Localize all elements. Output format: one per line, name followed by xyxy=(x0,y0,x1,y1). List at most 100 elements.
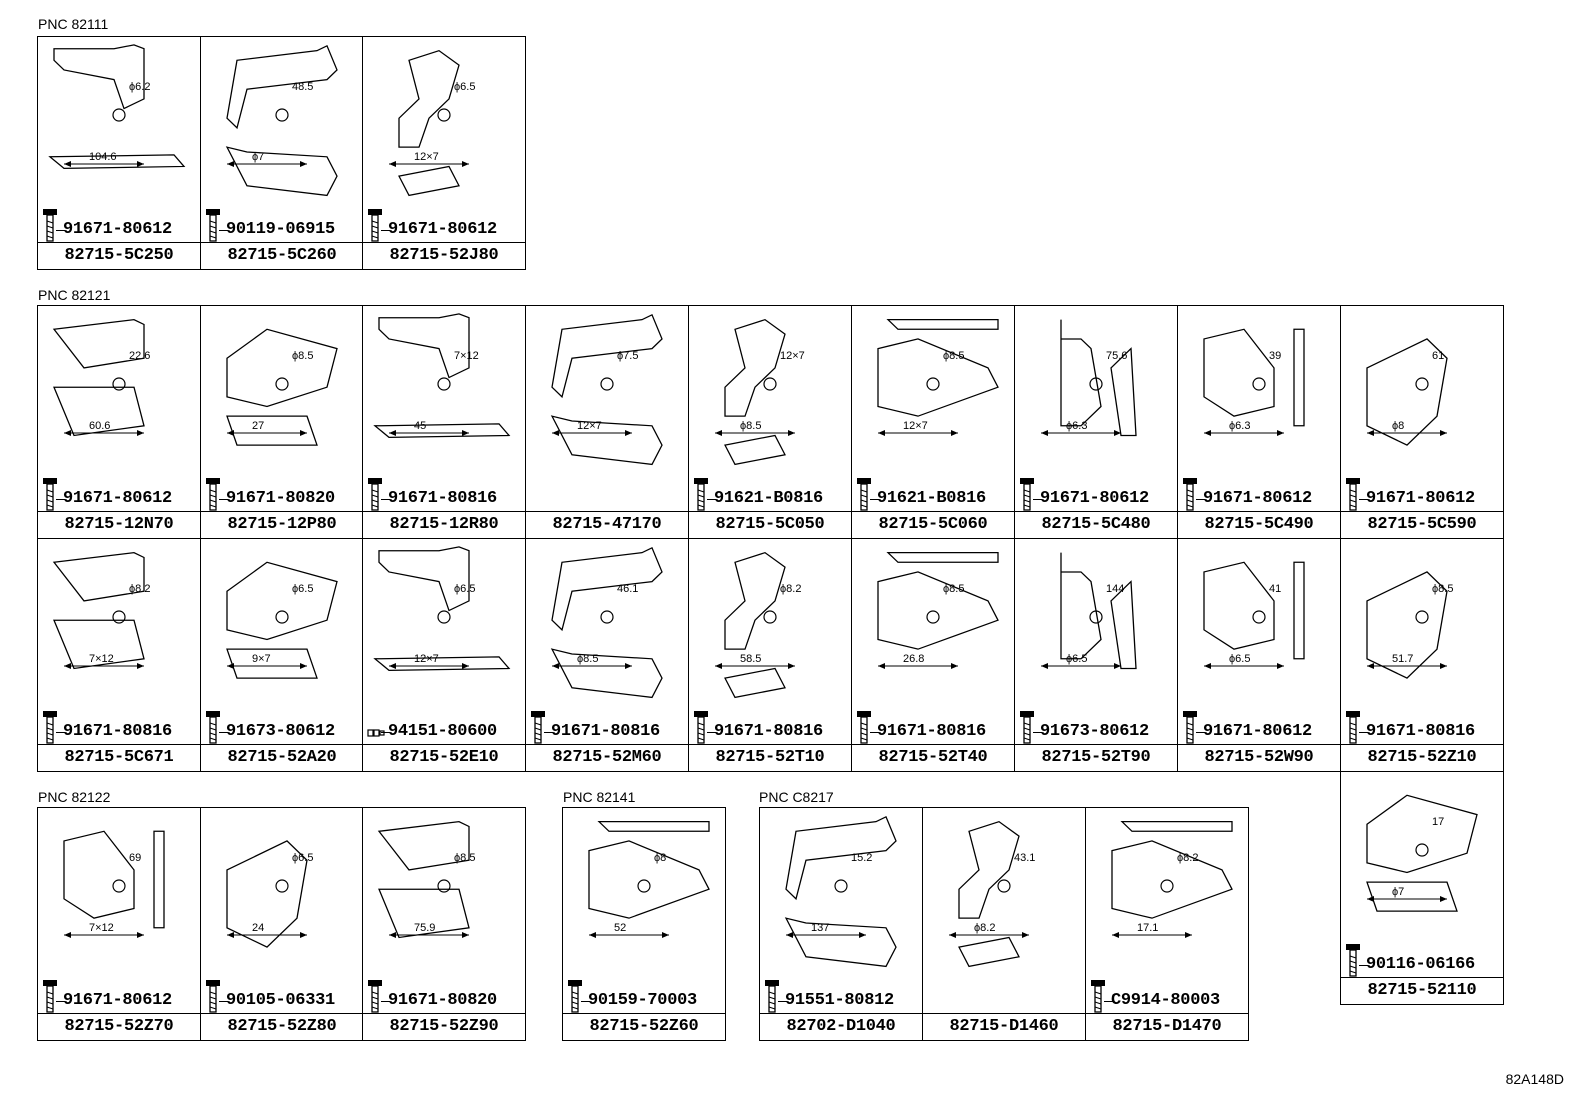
bracket-drawing: ϕ8.5 26.8 xyxy=(856,543,1010,712)
bolt-icon xyxy=(1020,711,1034,744)
dimension-label: 24 xyxy=(252,922,264,934)
part-number: 82715-52A20 xyxy=(201,744,363,771)
fastener: 90119-06915 xyxy=(205,206,363,242)
fastener-part-number: 91671-80612 xyxy=(1366,489,1475,508)
bolt-icon xyxy=(206,209,220,242)
dimension-label: ϕ7 xyxy=(1392,886,1404,898)
leader-line xyxy=(544,732,553,733)
dimension-label: ϕ8.5 xyxy=(943,583,964,595)
fastener: 90159-70003 xyxy=(567,977,725,1013)
part-number: 82715-52Z70 xyxy=(38,1013,200,1040)
dimension-label: ϕ8.5 xyxy=(1432,583,1453,595)
dimension-label: 26.8 xyxy=(903,653,924,665)
part-number: 82715-52Z10 xyxy=(1341,744,1503,771)
bolt-icon xyxy=(1346,478,1360,511)
bolt-icon xyxy=(206,711,220,744)
bolt-icon xyxy=(43,711,57,744)
leader-line xyxy=(870,499,879,500)
fastener-part-number: 91671-80816 xyxy=(1366,722,1475,741)
fastener: 91673-80612 xyxy=(1019,708,1177,744)
pnc-heading-82122: PNC 82122 xyxy=(38,789,111,805)
part-number: 82715-52E10 xyxy=(363,744,525,771)
part-number: 82715-5C050 xyxy=(689,511,851,538)
part-number: 82715-52Z60 xyxy=(563,1013,725,1040)
dimension-label: ϕ8.2 xyxy=(129,583,150,595)
dimension-label: 69 xyxy=(129,852,141,864)
dimension-label: 45 xyxy=(414,420,426,432)
dimension-label: ϕ6.3 xyxy=(1066,420,1087,432)
leader-line xyxy=(870,732,879,733)
fastener-part-number: 91671-80816 xyxy=(877,722,986,741)
part-number: 82715-12P80 xyxy=(201,511,363,538)
dimension-label: ϕ7 xyxy=(252,151,264,163)
dimension-label: ϕ6.5 xyxy=(454,81,475,93)
bolt-icon xyxy=(1020,478,1034,511)
fastener: 91671-80612 xyxy=(42,475,200,511)
dimension-label: 17.1 xyxy=(1137,922,1158,934)
pnc-heading-82141: PNC 82141 xyxy=(563,789,636,805)
fastener: 91621-B0816 xyxy=(693,475,851,511)
dimension-label: 75.6 xyxy=(1106,350,1127,362)
fastener: 91671-80612 xyxy=(367,206,525,242)
fastener: 91671-80816 xyxy=(1345,708,1503,744)
leader-line xyxy=(581,1001,590,1002)
fastener: 90105-06331 xyxy=(205,977,363,1013)
part-number: 82715-52T10 xyxy=(689,744,851,771)
dimension-label: ϕ8.5 xyxy=(454,852,475,864)
dimension-label: ϕ8.2 xyxy=(1177,852,1198,864)
pin-icon xyxy=(367,729,385,737)
fastener: 91671-80612 xyxy=(1182,708,1340,744)
leader-line xyxy=(1033,499,1042,500)
dimension-label: ϕ6.3 xyxy=(1229,420,1250,432)
fastener-part-number: 91671-80612 xyxy=(63,991,172,1010)
leader-line xyxy=(219,732,228,733)
part-number: 82715-52Z80 xyxy=(201,1013,363,1040)
dimension-label: 58.5 xyxy=(740,653,761,665)
dimension-label: 27 xyxy=(252,420,264,432)
part-number: 82715-52110 xyxy=(1341,977,1503,1004)
bolt-icon xyxy=(368,478,382,511)
fastener: 91551-80812 xyxy=(764,977,922,1013)
bracket-drawing: 75.6 ϕ6.3 xyxy=(1019,310,1173,479)
fastener-part-number: 91671-80612 xyxy=(1203,489,1312,508)
